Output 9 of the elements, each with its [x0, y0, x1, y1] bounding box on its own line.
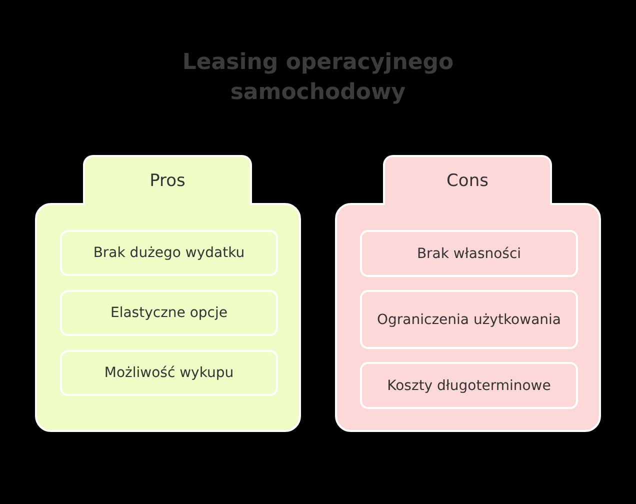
diagram-title: Leasing operacyjnego samochodowy [181, 49, 455, 107]
list-item: Ograniczenia użytkowania [360, 290, 578, 349]
list-item: Brak własności [360, 230, 578, 277]
list-item: Możliwość wykupu [60, 350, 278, 396]
list-item: Elastyczne opcje [60, 290, 278, 336]
list-item: Brak dużego wydatku [60, 230, 278, 276]
heading-tab: Cons [383, 155, 552, 205]
list-item: Koszty długoterminowe [360, 362, 578, 409]
heading-tab: Pros [83, 155, 252, 205]
